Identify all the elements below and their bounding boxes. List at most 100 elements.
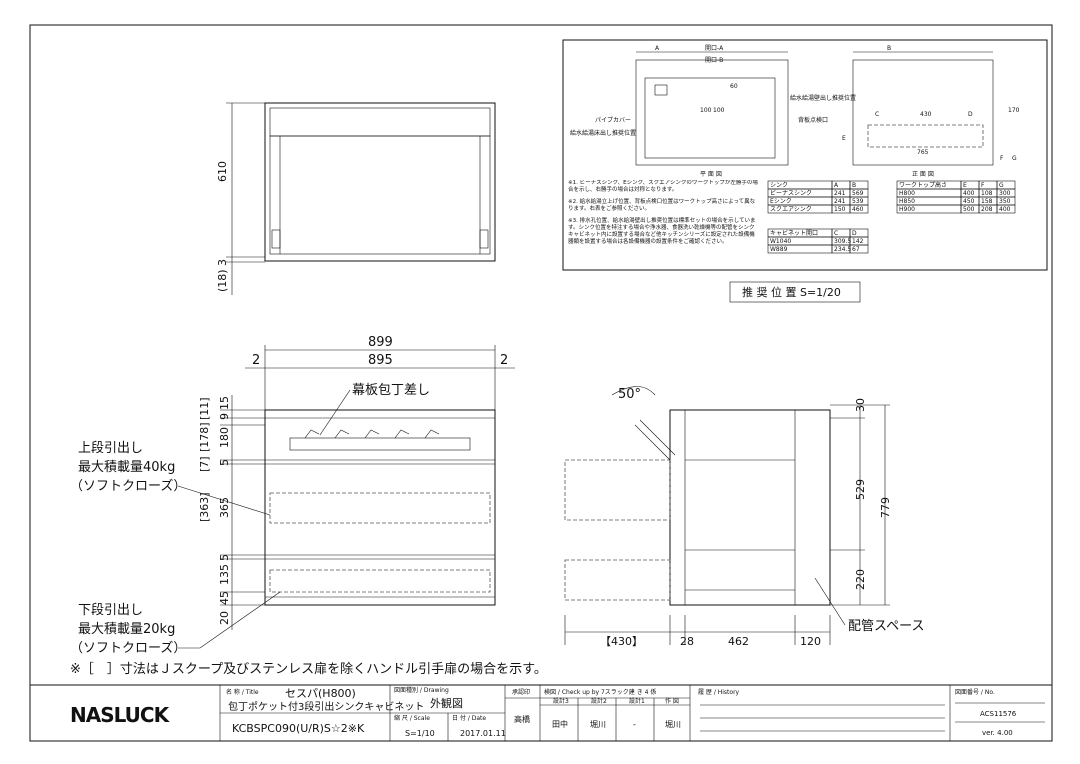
lower-drawer-softclose: （ソフトクローズ） <box>70 640 186 656</box>
approve-label: 承認印 <box>512 688 530 696</box>
check-col-4: 作 図 <box>665 697 679 705</box>
dim-779: 779 <box>879 497 892 518</box>
dim-180: 180 <box>218 427 231 448</box>
upper-drawer-label: 上段引出し <box>78 441 143 456</box>
lower-drawer-label: 下段引出し <box>78 603 143 618</box>
version: ver. 4.00 <box>982 729 1013 737</box>
dim-899: 899 <box>368 335 393 350</box>
dim-45: 45 <box>218 591 231 605</box>
label-d: D <box>968 111 973 118</box>
check-col-1: 設計3 <box>553 697 569 705</box>
lower-drawer-load: 最大積載量20kg <box>78 622 175 637</box>
scale-label: 縮 尺 / Scale <box>394 714 430 722</box>
sink-table-cell-text: B <box>852 182 856 189</box>
cab-table-cell-text: 142 <box>852 238 864 245</box>
checker-4: 堀川 <box>665 720 681 729</box>
note-2: ※2. 給水給湯立上げ位置、背板点検口位置はワークトップ高さによって異なります。… <box>568 199 756 212</box>
dim-3: 3 <box>216 259 229 266</box>
table-cell <box>996 204 1016 214</box>
number-label: 図面番号 / No. <box>955 689 995 696</box>
wt-table-cell-text: 158 <box>981 198 993 205</box>
table-cell <box>849 204 869 214</box>
dim-365: 365 <box>218 497 231 518</box>
dim-430: 【430】 <box>600 635 643 648</box>
dim-220: 220 <box>854 569 867 590</box>
model-number: KCBSPC090(U/R)S☆2※K <box>232 722 365 735</box>
dim-2-left: 2 <box>252 353 260 368</box>
sink-table-cell-text: スクエアシンク <box>770 206 812 213</box>
upper-drawer-softclose: （ソフトクローズ） <box>70 478 186 494</box>
label-inspection: 背板点検口 <box>798 116 828 124</box>
wt-table-cell-text: H850 <box>899 198 915 205</box>
checker-3: - <box>633 720 636 729</box>
angle-50: 50° <box>618 387 641 402</box>
wt-table-cell-text: 108 <box>981 190 993 197</box>
dim-5: 5 <box>218 459 231 466</box>
sink-table-cell-text: 539 <box>852 198 864 205</box>
dim-bracket-178: [178] <box>198 422 211 452</box>
cab-table-cell-text: W889 <box>770 246 788 253</box>
wt-table-cell-text: G <box>999 182 1004 189</box>
wt-table-cell-text: 208 <box>981 206 993 213</box>
history-label: 履 歴 / History <box>698 689 740 696</box>
dim-30: 30 <box>854 398 867 412</box>
sink-table-cell-text: 150 <box>834 206 846 213</box>
title-block: NASLUCK 名 称 / Title セスパ(H800) 包丁ポケット付3段引… <box>29 684 1053 742</box>
note-3: ※3. 排水孔位置、給水給湯壁出し推奨位置は標準セットの場合を示しています。シン… <box>568 218 756 245</box>
sink-table-cell-text: ビーナスシンク <box>770 189 812 197</box>
footnote: ※［ ］寸法はＪスクープ及びステンレス扉を除くハンドル引手扉の場合を示す。 <box>70 661 547 677</box>
date: 2017.01.11 <box>460 729 506 738</box>
label-100a: 100 <box>700 107 712 114</box>
dim-15: 15 <box>218 396 231 410</box>
front-view: 899 895 2 2 幕板包丁差し 15 9 180 5 365 5 135 … <box>70 335 515 656</box>
check-col-3: 設計1 <box>629 697 645 705</box>
check-col-2: 設計2 <box>591 697 607 705</box>
label-b: B <box>887 45 891 52</box>
wt-table-cell-text: F <box>981 182 985 189</box>
dim-28: 28 <box>680 635 694 648</box>
sink-table-cell-text: 569 <box>852 190 864 197</box>
dim-2-right: 2 <box>500 353 508 368</box>
product-title: セスパ(H800) <box>285 687 356 700</box>
drawing-label: 図面種別 / Drawing <box>394 686 449 694</box>
label-opening-a: 開口-A <box>705 45 724 52</box>
label-wall-supply: 給水給湯壁出し推奨位置 <box>790 94 856 102</box>
sink-table-cell-text: 460 <box>852 206 864 213</box>
check-label: 検図 / Check up by 7スラック建 き 4 係 <box>544 688 656 696</box>
sink-table-cell-text: 241 <box>834 190 846 197</box>
knife-holder-label: 幕板包丁差し <box>352 383 430 398</box>
recommended-position-panel: 開口-A 開口-B A B パイプカバー 給水給湯床出し推奨位置 100 100… <box>562 39 1048 271</box>
dim-bracket-11: [11] <box>198 397 211 420</box>
front-caption: 正 面 図 <box>912 171 934 178</box>
label-430: 430 <box>920 111 932 118</box>
dim-bracket-7: [7] <box>198 456 211 472</box>
wt-table-cell-text: 450 <box>963 198 975 205</box>
label-floor-supply: 給水給湯床出し推奨位置 <box>570 129 636 137</box>
label-60: 60 <box>730 83 738 90</box>
dim-bracket-363: [363] <box>198 492 211 522</box>
cab-table-cell-text: 309.5 <box>834 238 851 245</box>
wt-table-cell-text: E <box>963 182 967 189</box>
label-170: 170 <box>1008 107 1020 114</box>
label-a: A <box>655 45 660 52</box>
recommend-title: 推 奨 位 置 S=1/20 <box>742 285 841 299</box>
cab-table-cell-text: C <box>834 230 838 237</box>
checker-2: 堀川 <box>590 720 606 729</box>
label-g: G <box>1012 155 1017 162</box>
label-opening-b: 開口-B <box>705 57 723 64</box>
date-label: 日 付 / Date <box>452 714 486 722</box>
dim-9: 9 <box>218 413 231 420</box>
label-f: F <box>1000 155 1004 162</box>
dim-135: 135 <box>218 564 231 585</box>
wt-table-cell-text: 300 <box>999 190 1011 197</box>
sink-table-cell-text: シンク <box>770 182 788 189</box>
scale: S=1/10 <box>405 729 435 738</box>
dim-18: (18) <box>216 269 229 292</box>
wt-table-cell-text: 400 <box>999 206 1011 213</box>
wt-table-cell-text: H800 <box>899 190 915 197</box>
cab-table-cell-text: W1040 <box>770 238 791 245</box>
product-subtitle: 包丁ポケット付3段引出シンクキャビネット <box>228 700 424 713</box>
dim-20: 20 <box>218 611 231 625</box>
dim-895: 895 <box>368 353 393 368</box>
upper-drawer-load: 最大積載量40kg <box>78 460 175 475</box>
